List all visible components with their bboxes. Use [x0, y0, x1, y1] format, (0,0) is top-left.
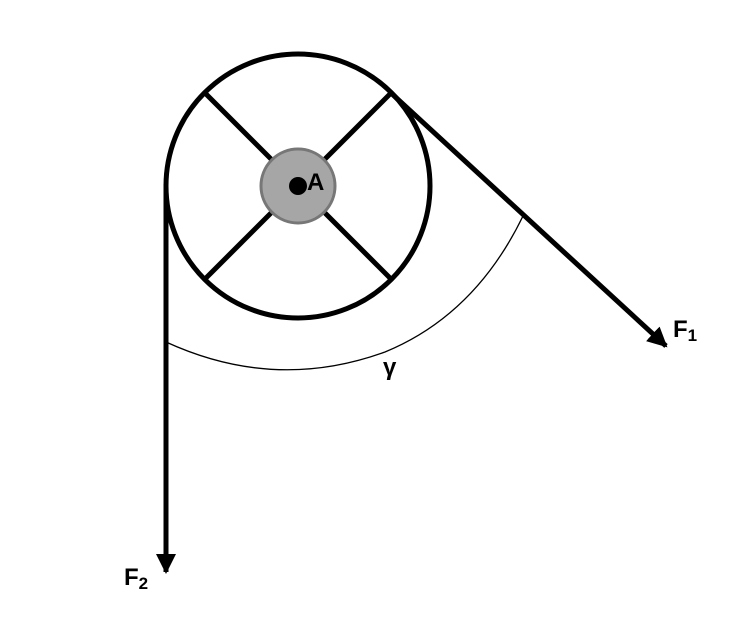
force-two-label: F2 — [124, 564, 148, 593]
force-one-label: F1 — [673, 316, 697, 345]
center-label: A — [307, 169, 324, 196]
force-two-subscript: 2 — [139, 574, 148, 593]
force-two-symbol: F — [124, 564, 139, 591]
force-vector-one — [389, 91, 668, 348]
angle-arc — [165, 215, 524, 371]
pivot-point — [289, 177, 307, 195]
force-one-subscript: 1 — [688, 326, 697, 345]
angle-label: γ — [383, 354, 397, 381]
force-one-symbol: F — [673, 316, 688, 343]
